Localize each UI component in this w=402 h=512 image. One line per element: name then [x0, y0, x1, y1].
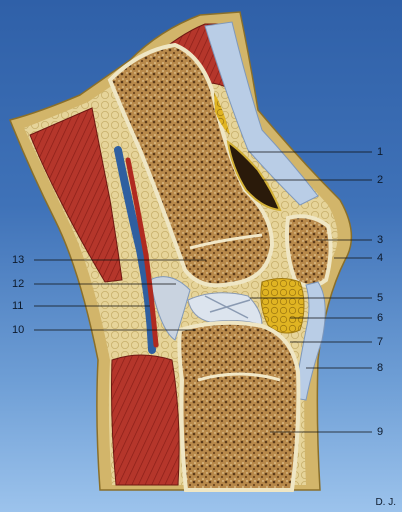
- callout-4: 4: [377, 252, 384, 264]
- tibial-physeal-line: [197, 372, 281, 382]
- callout-5: 5: [377, 292, 384, 304]
- callout-1: 1: [377, 146, 384, 158]
- callout-13: 13: [12, 254, 25, 266]
- suprafemoral-fat: [214, 92, 230, 135]
- suprapatellar-bursa: [226, 139, 282, 212]
- patella: [284, 214, 333, 288]
- leader-lines: [34, 151, 372, 433]
- hamstring-muscle: [29, 107, 123, 283]
- artist-signature: D. J.: [375, 497, 396, 508]
- callout-7: 7: [377, 336, 384, 348]
- tibia: [177, 320, 301, 492]
- callout-11: 11: [12, 300, 24, 312]
- callout-3: 3: [377, 234, 384, 246]
- callout-2: 2: [377, 174, 384, 186]
- popliteal-vein: [114, 146, 156, 354]
- femur: [107, 42, 275, 288]
- callout-6: 6: [377, 312, 384, 324]
- callout-9: 9: [377, 426, 384, 438]
- calf-muscle: [111, 354, 180, 486]
- callout-12: 12: [12, 278, 25, 290]
- joint-capsule: [149, 276, 191, 341]
- femoral-physeal-line: [189, 233, 263, 250]
- callout-10: 10: [12, 324, 25, 336]
- quadriceps-tendon: [204, 21, 319, 206]
- popliteal-artery: [125, 157, 159, 348]
- infrapatellar-fat-pad: [260, 278, 305, 334]
- callout-8: 8: [377, 362, 384, 374]
